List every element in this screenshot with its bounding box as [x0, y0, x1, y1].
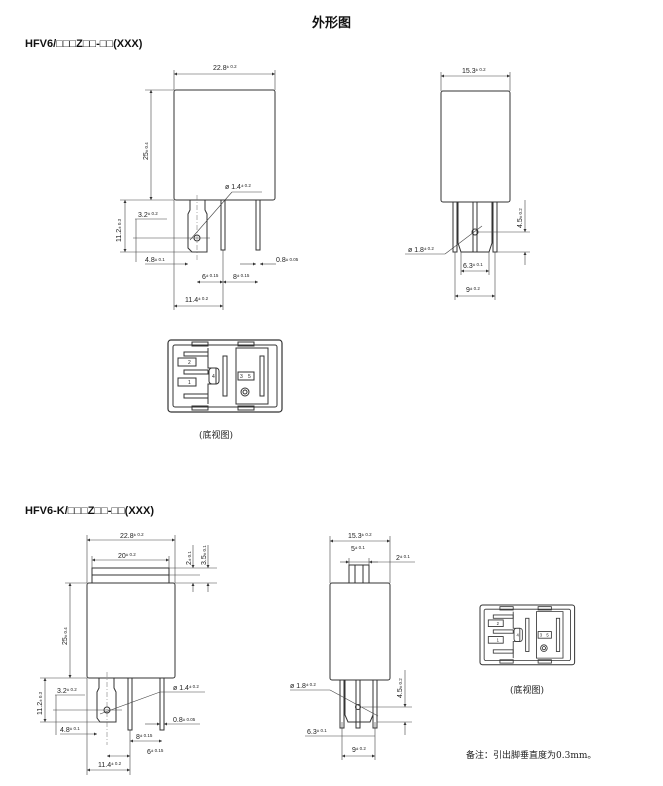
k-dim-pin-thickness: 0.8± 0.05 — [173, 717, 196, 724]
k-dim-pin-length: 11.2± 0.3 — [37, 691, 44, 715]
k-pin-label-4: 4 — [517, 633, 520, 638]
footnote: 备注：引出脚垂直度为0.3mm。 — [466, 751, 597, 761]
dim-hole-diameter: ø 1.4± 0.2 — [225, 183, 251, 191]
side-dim-hole-height: 4.5± 0.2 — [517, 208, 524, 228]
front-view-1: 22.8± 0.2 25± 0.4 11.2± 0.3 3.2± 0.2 ø 1… — [116, 64, 299, 310]
model-heading-hfv6-k: HFV6-K/□□□Z□□-□□(XXX) — [25, 505, 155, 517]
k-side-dim-pitch: 6.3± 0.1 — [307, 728, 327, 736]
k-pin-label-2: 2 — [497, 621, 500, 626]
k-dim-span: 11.4± 0.2 — [98, 761, 122, 769]
side-view-1: 15.3± 0.2 4.5± 0.2 ø 1.8± 0.2 6.3± 0.1 9… — [405, 67, 530, 300]
side-dim-span: 9± 0.2 — [466, 286, 480, 294]
k-dim-height: 25± 0.4 — [62, 627, 69, 645]
k-pin-label-1: 1 — [497, 638, 500, 643]
pin-label-5: 5 — [248, 374, 251, 380]
model-heading-hfv6: HFV6/□□□Z□□-□□(XXX) — [25, 38, 143, 50]
k-dim-pitch-8: 8± 0.15 — [136, 733, 153, 741]
dim-pin-length: 11.2± 0.3 — [116, 218, 123, 242]
k-side-dim-width: 15.3± 0.2 — [348, 532, 372, 540]
bottom-view-caption-1: (底视图) — [199, 431, 234, 441]
dim-pitch-6: 6± 0.15 — [202, 273, 219, 281]
bottom-view-2: 2 1 4 3 5 — [479, 604, 576, 666]
pin-label-2: 2 — [188, 360, 191, 366]
dim-hole-position: 3.2± 0.2 — [138, 211, 158, 219]
dim-width: 22.8± 0.2 — [213, 64, 237, 72]
k-dim-hole-position: 3.2± 0.2 — [57, 687, 77, 695]
side-dim-pitch: 6.3± 0.1 — [463, 262, 483, 270]
dim-tab-width: 4.8± 0.1 — [145, 257, 165, 264]
k-dim-bracket-height: 3.5± 0.1 — [201, 545, 208, 565]
k-side-dim-span: 9± 0.2 — [352, 746, 366, 754]
k-pin-label-3: 3 — [540, 633, 543, 638]
k-side-dim-hole-height: 4.5± 0.2 — [397, 678, 404, 698]
dim-pitch-8: 8± 0.15 — [233, 273, 250, 281]
dim-pin-thickness: 0.8± 0.05 — [276, 257, 299, 264]
dim-height: 25± 0.4 — [143, 142, 150, 160]
bottom-view-1: 2 1 4 3 5 — [167, 339, 283, 413]
front-view-2: 22.8± 0.2 20± 0.2 2± 0.1 3.5± 0.1 25± 0.… — [37, 532, 217, 775]
k-dim-tab-width: 4.8± 0.1 — [60, 726, 80, 734]
k-side-dim-tab-width: 5± 0.1 — [351, 545, 365, 553]
pin-label-3: 3 — [240, 374, 243, 380]
k-dim-width: 22.8± 0.2 — [120, 532, 144, 540]
side-view-2: 15.3± 0.2 5± 0.1 2± 0.1 ø 1.8± 0.2 4.5± … — [290, 532, 415, 760]
k-side-dim-tab-thickness: 2± 0.1 — [396, 554, 410, 562]
k-side-dim-hole-diameter: ø 1.8± 0.2 — [290, 682, 316, 690]
page-title: 外形图 — [311, 16, 351, 31]
k-dim-bracket-width: 20± 0.2 — [118, 552, 136, 560]
side-dim-width: 15.3± 0.2 — [462, 67, 486, 75]
side-dim-hole-diameter: ø 1.8± 0.2 — [408, 246, 434, 254]
bottom-view-caption-2: (底视图) — [510, 686, 545, 696]
k-dim-bracket-thickness: 2± 0.1 — [186, 551, 193, 565]
k-dim-pitch-6: 6± 0.15 — [147, 748, 164, 756]
dim-span: 11.4± 0.2 — [185, 296, 209, 304]
pin-label-1: 1 — [188, 380, 191, 386]
k-dim-hole-diameter: ø 1.4± 0.2 — [173, 684, 199, 692]
pin-label-4: 4 — [212, 374, 215, 380]
k-pin-label-5: 5 — [546, 633, 549, 638]
